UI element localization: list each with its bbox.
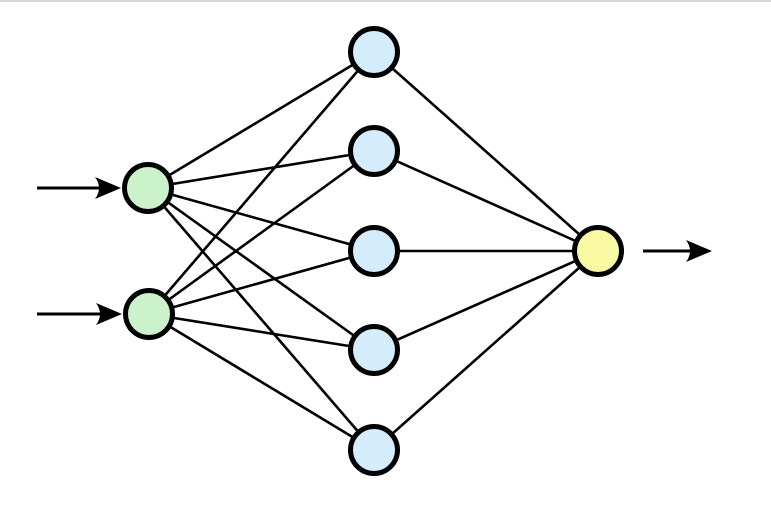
hidden-node-3 (348, 225, 400, 277)
edge-input-node-2-to-hidden-node-4 (148, 312, 375, 352)
edge-input-node-2-to-hidden-node-1 (148, 51, 375, 315)
input-node-1 (122, 162, 174, 214)
output-arrow-head-icon (686, 240, 712, 262)
top-border-line (0, 0, 771, 2)
hidden-node-1 (348, 26, 400, 78)
hidden-node-4 (348, 324, 400, 376)
edge-input-node-1-to-hidden-node-1 (147, 50, 375, 190)
input-node-2 (123, 288, 175, 340)
output-node-1 (572, 225, 624, 277)
edge-hidden-node-5-to-output-node-1 (373, 250, 599, 451)
edge-input-node-2-to-hidden-node-2 (148, 149, 375, 316)
hidden-node-2 (348, 125, 400, 177)
input-arrow-1-head-icon (95, 177, 121, 199)
edge-input-node-1-to-hidden-node-2 (147, 149, 375, 190)
hidden-node-5 (348, 424, 400, 476)
edge-input-node-1-to-hidden-node-4 (147, 186, 375, 352)
edge-hidden-node-2-to-output-node-1 (373, 149, 599, 253)
edge-hidden-node-4-to-output-node-1 (373, 249, 599, 352)
edge-input-node-2-to-hidden-node-5 (148, 312, 375, 452)
input-arrow-2-head-icon (96, 303, 122, 325)
edge-input-node-2-to-hidden-node-3 (148, 249, 375, 316)
edge-input-node-1-to-hidden-node-5 (147, 187, 375, 451)
edge-input-node-1-to-hidden-node-3 (147, 186, 375, 253)
edge-hidden-node-1-to-output-node-1 (373, 51, 599, 252)
